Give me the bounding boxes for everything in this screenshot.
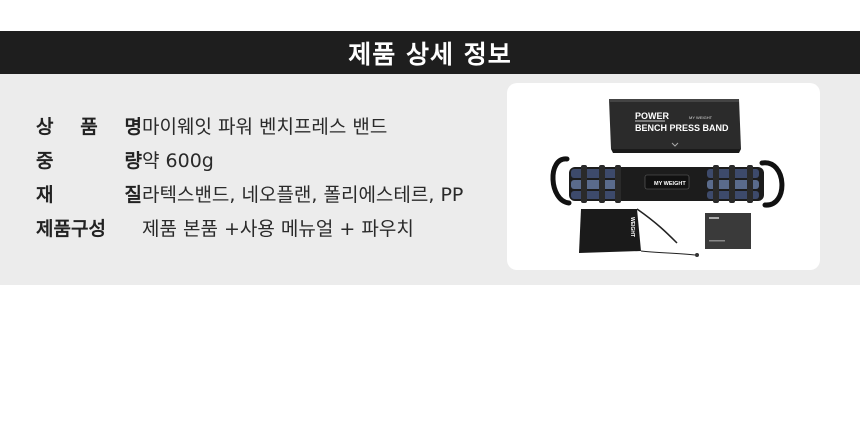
spec-label: 제품구성 xyxy=(36,217,106,240)
box-line2: BENCH PRESS BAND xyxy=(635,123,729,133)
spec-value: 마이웨잇 파워 벤치프레스 밴드 xyxy=(142,115,388,138)
box-brand: MY WEIGHT xyxy=(689,115,713,120)
band-strap: MY WEIGHT xyxy=(550,156,785,208)
spec-value: 제품 본품 +사용 메뉴얼 + 파우치 xyxy=(142,217,414,240)
spec-value: 라텍스밴드, 네오플랜, 폴리에스테르, PP xyxy=(142,183,464,206)
strap-brand: MY WEIGHT xyxy=(654,181,686,187)
spec-row-contents: 제품구성 제품 본품 +사용 메뉴얼 + 파우치 xyxy=(36,210,463,244)
pouch-text: WEIGHT xyxy=(629,217,635,237)
product-box: POWER BENCH PRESS BAND MY WEIGHT xyxy=(609,99,741,153)
section-header: 제품 상세 정보 xyxy=(0,31,860,74)
section-title: 제품 상세 정보 xyxy=(348,39,512,69)
spec-value: 약 600g xyxy=(142,149,214,172)
user-manual xyxy=(705,213,751,249)
pouch: WEIGHT xyxy=(579,208,699,257)
box-line1: POWER xyxy=(635,111,670,121)
product-illustration: POWER BENCH PRESS BAND MY WEIGHT xyxy=(550,99,785,257)
product-photo: POWER BENCH PRESS BAND MY WEIGHT xyxy=(507,83,820,270)
